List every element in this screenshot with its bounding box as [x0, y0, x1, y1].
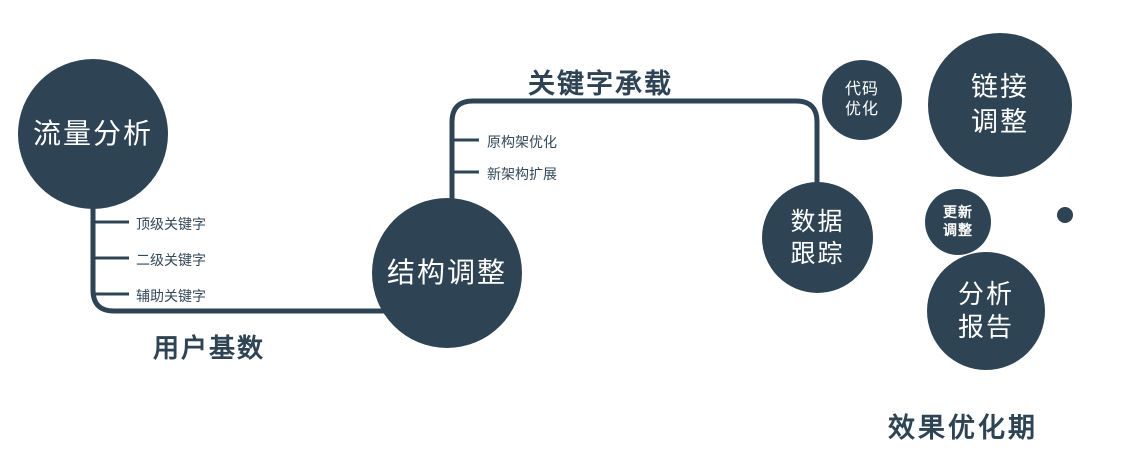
node-structure-adjust: 结构调整 [372, 198, 522, 348]
node-traffic-analysis-label: 流量分析 [32, 118, 153, 150]
node-link-adjustment-line2: 调整 [971, 107, 1029, 137]
node-update-adjustment: 更新 调整 [925, 189, 991, 255]
edge-label-keyword-carry: 关键字承载 [528, 69, 673, 99]
branch-label-new-arch: 新架构扩展 [487, 166, 557, 182]
connector-structure-to-tracking [449, 98, 820, 210]
node-analysis-report: 分析 报告 [927, 252, 1045, 370]
branch-label-aux-keywords: 辅助关键字 [136, 288, 206, 304]
node-link-adjustment: 链接 调整 [928, 33, 1072, 177]
node-link-adjustment-line1: 链接 [971, 72, 1029, 103]
node-dot [1057, 207, 1073, 223]
node-data-tracking-line2: 跟踪 [790, 239, 845, 268]
node-update-adjustment-line2: 调整 [943, 222, 973, 238]
node-code-optimization-line1: 代码 [844, 80, 879, 98]
branch-label-original-arch: 原构架优化 [487, 134, 557, 150]
edge-label-user-base: 用户基数 [153, 333, 266, 363]
connector-traffic-to-structure [90, 200, 400, 314]
branch-label-top-keywords: 顶级关键字 [136, 216, 206, 232]
node-code-optimization: 代码 优化 [822, 60, 902, 140]
node-code-optimization-line2: 优化 [844, 101, 879, 118]
node-analysis-report-line1: 分析 [957, 278, 1014, 309]
node-traffic-analysis: 流量分析 [18, 59, 168, 209]
node-update-adjustment-line1: 更新 [943, 204, 973, 221]
footer-label-effect-period: 效果优化期 [888, 413, 1038, 443]
branch-label-second-keywords: 二级关键字 [136, 252, 206, 268]
node-analysis-report-line2: 报告 [957, 312, 1014, 342]
node-data-tracking: 数据 跟踪 [762, 182, 873, 293]
node-structure-adjust-label: 结构调整 [386, 257, 507, 289]
node-data-tracking-line1: 数据 [790, 207, 845, 236]
